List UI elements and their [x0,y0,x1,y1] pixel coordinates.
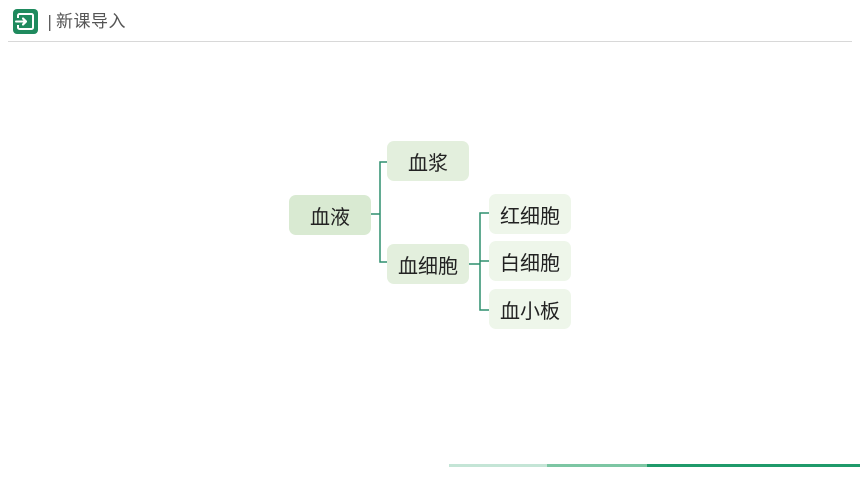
node-plasma: 血浆 [387,141,469,181]
import-icon [13,9,38,34]
node-label: 血液 [310,204,350,229]
footer-bar-dark [647,464,860,467]
node-red-blood-cells: 红细胞 [489,194,571,234]
node-blood: 血液 [289,195,371,235]
node-label: 白细胞 [500,250,560,275]
node-white-blood-cells: 白细胞 [489,241,571,281]
node-blood-cells: 血细胞 [387,244,469,284]
node-label: 血细胞 [398,253,458,278]
node-label: 红细胞 [500,203,560,228]
node-label: 血浆 [408,150,448,175]
page-title: 新课导入 [56,12,126,32]
footer-bar-light [449,464,547,467]
footer-bar-mid [547,464,647,467]
node-label: 血小板 [500,298,560,323]
header-divider [8,41,852,42]
bracket-level1 [379,161,387,263]
node-platelets: 血小板 [489,289,571,329]
header-separator: | [47,12,53,31]
